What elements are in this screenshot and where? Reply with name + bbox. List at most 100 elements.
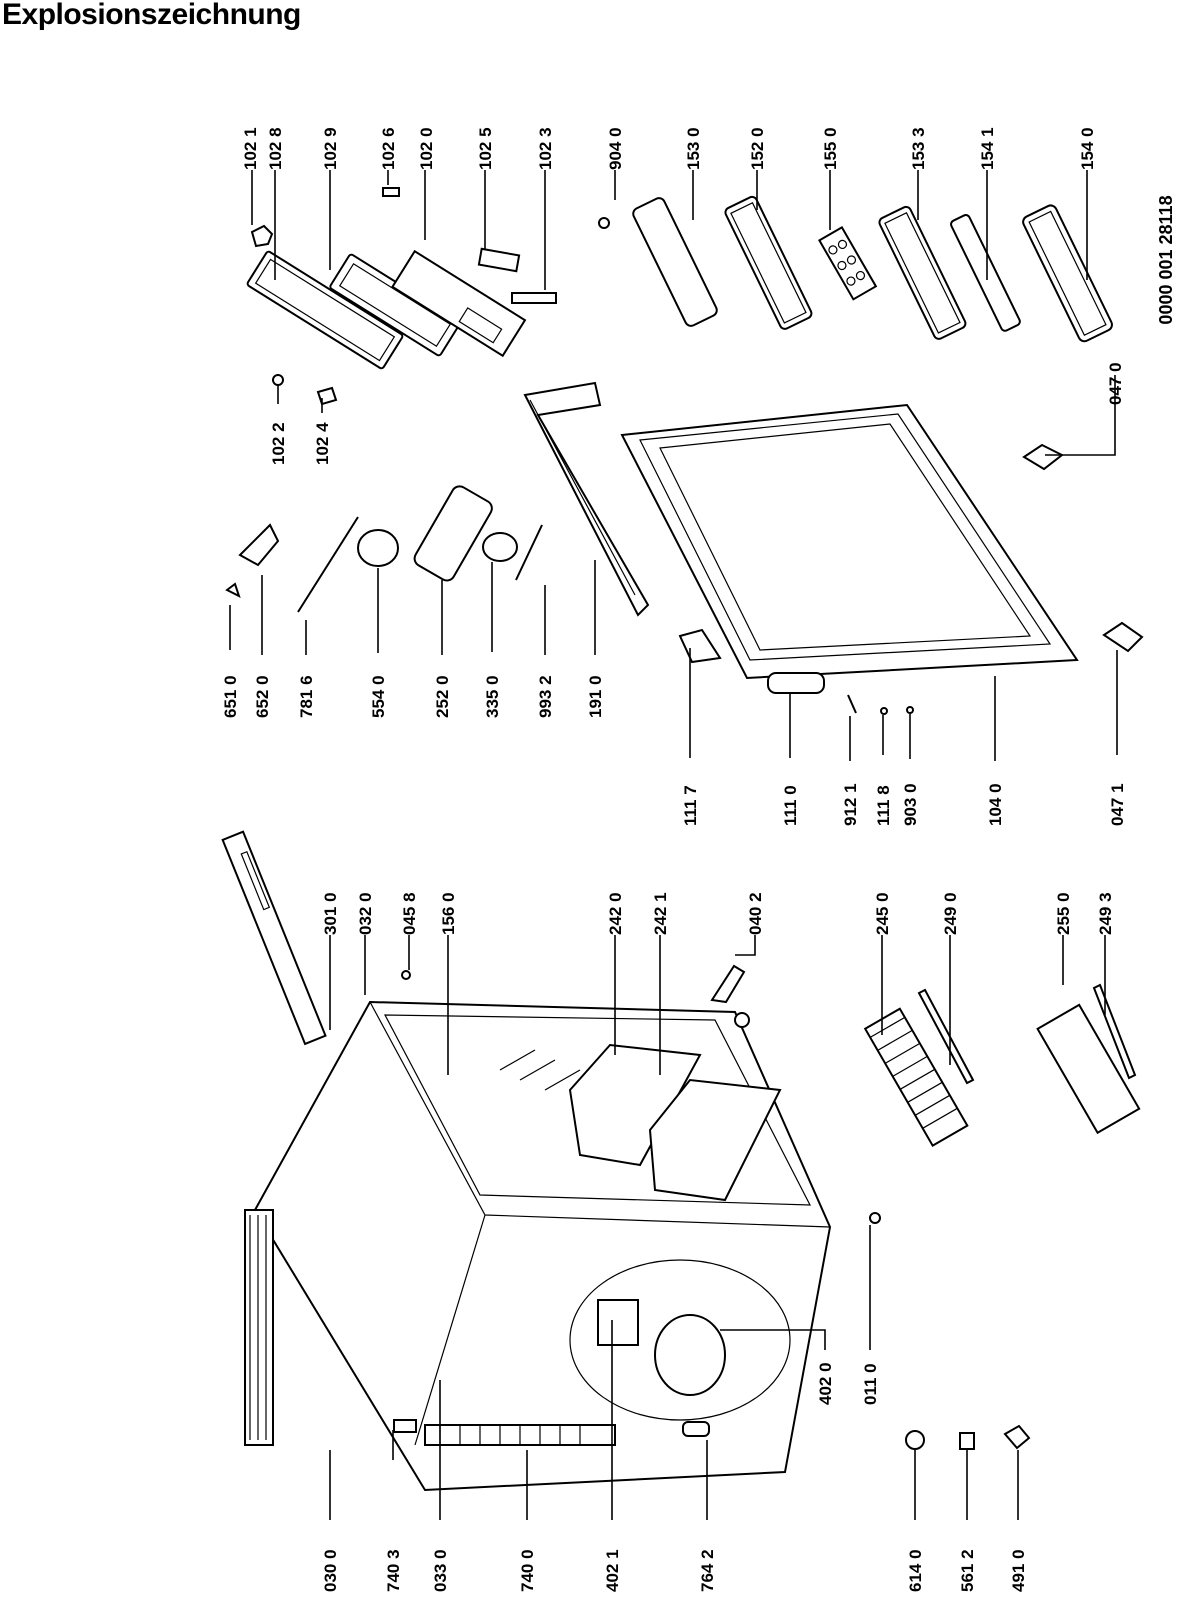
part-label: 249 3: [1096, 892, 1115, 935]
part-label: 032 0: [356, 892, 375, 935]
small-knob: [250, 224, 274, 248]
part-491: [1003, 1424, 1031, 1450]
door-screw: [847, 694, 857, 714]
part-label: 153 3: [909, 127, 928, 170]
part-label: 651 0: [221, 675, 240, 718]
lamp: [515, 524, 543, 581]
small-clip: [382, 187, 400, 197]
part-label: 102 8: [266, 127, 285, 170]
part-label: 102 2: [269, 422, 288, 465]
part-label: 153 0: [684, 127, 703, 170]
hinge-bracket: [710, 964, 746, 1004]
part-label: 781 6: [297, 675, 316, 718]
part-label: 047 1: [1108, 783, 1127, 826]
part-label: 111 0: [781, 785, 800, 826]
part-label: 764 2: [698, 1549, 717, 1592]
door-handle: [767, 672, 825, 694]
part-label: 740 0: [518, 1549, 537, 1592]
part-label: 033 0: [431, 1549, 450, 1592]
small-part-a: [880, 707, 888, 715]
part-label: 102 3: [536, 127, 555, 170]
foot-740: [393, 1419, 417, 1433]
foot-011: [869, 1212, 881, 1224]
leader-lines: [229, 170, 1118, 1520]
drawing-number: 0000 001 28118: [1156, 195, 1176, 324]
small-screw-cap: [272, 374, 284, 386]
part-614: [905, 1430, 925, 1450]
page-title: Explosionszeichnung: [2, 0, 301, 31]
cable-clip: [225, 582, 241, 598]
compressor: [654, 1314, 726, 1396]
part-label: 614 0: [906, 1549, 925, 1592]
door-shelf-3: [878, 205, 967, 340]
main-door: [620, 403, 1079, 680]
part-label: 102 0: [417, 127, 436, 170]
part-label: 102 6: [379, 127, 398, 170]
door-seal: [523, 381, 650, 617]
part-label: 402 1: [603, 1549, 622, 1592]
hinge-strip: [511, 292, 557, 304]
part-label: 156 0: [439, 892, 458, 935]
part-label: 249 0: [941, 892, 960, 935]
part-label: 030 0: [321, 1549, 340, 1592]
hinge-pin: [734, 1012, 750, 1028]
capillary: [297, 516, 359, 613]
hinge-bottom: [1102, 621, 1144, 653]
part-label: 242 1: [651, 892, 670, 935]
wire-shelf: [863, 1007, 969, 1147]
part-label: 554 0: [369, 675, 388, 718]
part-label: 245 0: [873, 892, 892, 935]
part-label: 154 0: [1078, 127, 1097, 170]
part-label: 252 0: [433, 675, 452, 718]
part-label: 402 0: [816, 1362, 835, 1405]
bottle-guard: [950, 214, 1021, 332]
part-label: 152 0: [748, 127, 767, 170]
compressor-outline: [569, 1259, 791, 1421]
part-label: 191 0: [586, 675, 605, 718]
small-plate: [316, 386, 338, 406]
shelf-rails: [499, 1049, 581, 1091]
hinge-top: [1022, 443, 1064, 471]
screw-045: [401, 970, 411, 980]
small-part-b: [906, 706, 914, 714]
part-label: 102 4: [313, 422, 332, 465]
part-label: 301 0: [321, 892, 340, 935]
cabinet: [244, 1000, 832, 1492]
dryer: [682, 1421, 710, 1437]
glass-shelf: [1036, 1003, 1141, 1135]
part-label: 040 2: [746, 892, 765, 935]
fridge-door-frame: [244, 1209, 274, 1446]
part-label: 102 5: [476, 127, 495, 170]
part-label: 155 0: [821, 127, 840, 170]
part-label: 255 0: [1054, 892, 1073, 935]
part-label: 011 0: [861, 1363, 880, 1405]
washer: [598, 217, 610, 229]
part-label: 904 0: [606, 127, 625, 170]
part-label: 335 0: [483, 675, 502, 718]
part-label: 903 0: [901, 783, 920, 826]
freezer-door-gasket: [246, 250, 404, 370]
part-561: [959, 1432, 975, 1450]
part-label: 111 8: [874, 785, 893, 826]
part-label: 652 0: [253, 675, 272, 718]
freezer-door-panel: [391, 249, 527, 358]
part-label: 912 1: [841, 783, 860, 826]
part-label: 242 0: [606, 892, 625, 935]
part-label: 491 0: [1009, 1549, 1028, 1592]
part-label: 104 0: [986, 783, 1005, 826]
part-label: 111 7: [681, 785, 700, 826]
door-handle-cover: [678, 628, 722, 664]
part-label: 102 9: [321, 127, 340, 170]
part-label: 102 1: [241, 127, 260, 170]
part-label: 740 3: [384, 1549, 403, 1592]
door-shelf-1: [632, 197, 718, 327]
part-label: 154 1: [978, 127, 997, 170]
start-relay: [597, 1299, 639, 1346]
door-shelf-2: [724, 195, 813, 330]
shelf-trim-1: [917, 988, 975, 1085]
part-label: 561 2: [958, 1549, 977, 1592]
thermostat-knob: [482, 532, 518, 562]
door-shelf-4: [1022, 204, 1113, 343]
crisper-box-2: [648, 1078, 782, 1202]
